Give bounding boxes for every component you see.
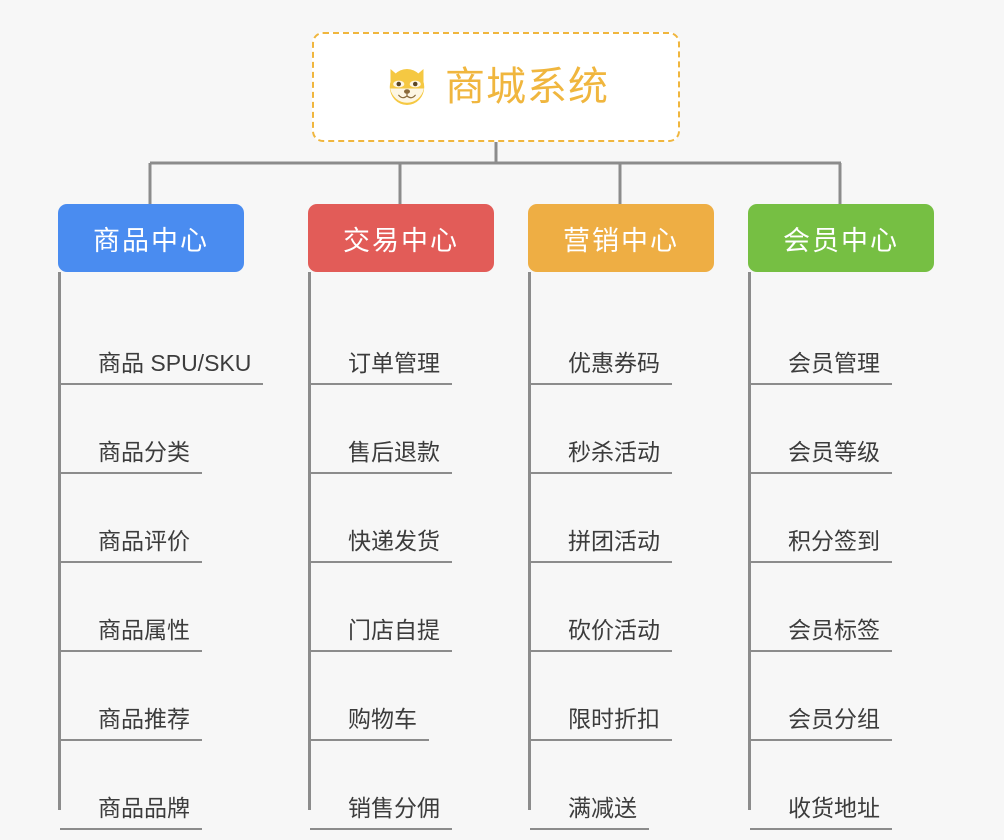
leaf-item[interactable]: 购物车 bbox=[310, 652, 494, 741]
dog-face-emoji bbox=[389, 69, 425, 105]
leaf-connector bbox=[530, 472, 568, 474]
leaf-item[interactable]: 满减送 bbox=[530, 741, 714, 830]
leaf-label: 商品推荐 bbox=[86, 706, 202, 741]
leaf-label: 销售分佣 bbox=[336, 795, 452, 830]
leaf-list-3: 会员管理 会员等级 积分签到 会员标签 会员分组 收货地址 bbox=[748, 272, 934, 830]
leaf-connector bbox=[530, 828, 568, 830]
leaf-connector bbox=[530, 561, 568, 563]
leaf-item[interactable]: 会员分组 bbox=[750, 652, 934, 741]
branch-head-label-2: 营销中心 bbox=[563, 225, 679, 256]
leaf-label: 门店自提 bbox=[336, 617, 452, 652]
leaf-label: 售后退款 bbox=[336, 439, 452, 474]
root-title: 商城系统 bbox=[445, 65, 609, 109]
leaf-item[interactable]: 商品品牌 bbox=[60, 741, 244, 830]
branch-head-label-3: 会员中心 bbox=[783, 225, 899, 256]
leaf-label: 满减送 bbox=[556, 795, 649, 830]
branch-head-1[interactable]: 交易中心 bbox=[308, 204, 494, 272]
branch-head-3[interactable]: 会员中心 bbox=[748, 204, 934, 272]
leaf-item[interactable]: 商品推荐 bbox=[60, 652, 244, 741]
leaf-connector bbox=[750, 739, 788, 741]
leaf-item[interactable]: 商品 SPU/SKU bbox=[60, 296, 264, 385]
leaf-item[interactable]: 订单管理 bbox=[310, 296, 494, 385]
leaf-item[interactable]: 拼团活动 bbox=[530, 474, 714, 563]
leaf-label: 拼团活动 bbox=[556, 528, 672, 563]
leaf-item[interactable]: 快递发货 bbox=[310, 474, 494, 563]
leaf-connector bbox=[60, 828, 98, 830]
leaf-item[interactable]: 商品评价 bbox=[60, 474, 244, 563]
leaf-label: 限时折扣 bbox=[556, 706, 672, 741]
leaf-item[interactable]: 销售分佣 bbox=[310, 741, 494, 830]
leaf-label: 会员管理 bbox=[776, 350, 892, 385]
leaf-item[interactable]: 秒杀活动 bbox=[530, 385, 714, 474]
branch-spine-1 bbox=[308, 272, 311, 810]
leaf-label: 会员分组 bbox=[776, 706, 892, 741]
leaf-label: 收货地址 bbox=[776, 795, 892, 830]
leaf-connector bbox=[750, 472, 788, 474]
branch-column-1: 交易中心 订单管理 售后退款 快递发货 门店自提 购物车 bbox=[308, 204, 494, 830]
leaf-connector bbox=[60, 383, 98, 385]
leaf-list-2: 优惠券码 秒杀活动 拼团活动 砍价活动 限时折扣 满减送 bbox=[528, 272, 714, 830]
leaf-connector bbox=[750, 650, 788, 652]
leaf-item[interactable]: 优惠券码 bbox=[530, 296, 714, 385]
branch-spine-0 bbox=[58, 272, 61, 810]
leaf-connector bbox=[530, 739, 568, 741]
leaf-label: 砍价活动 bbox=[556, 617, 672, 652]
leaf-label: 商品 SPU/SKU bbox=[86, 350, 264, 385]
leaf-label: 优惠券码 bbox=[556, 350, 672, 385]
leaf-label: 会员等级 bbox=[776, 439, 892, 474]
root-node[interactable]: 商城系统 bbox=[312, 32, 680, 142]
leaf-connector bbox=[60, 561, 98, 563]
leaf-label: 秒杀活动 bbox=[556, 439, 672, 474]
branch-column-0: 商品中心 商品 SPU/SKU 商品分类 商品评价 商品属性 商品推荐 bbox=[58, 204, 264, 830]
branch-spine-2 bbox=[528, 272, 531, 810]
branch-spine-3 bbox=[748, 272, 751, 810]
leaf-connector bbox=[530, 383, 568, 385]
leaf-item[interactable]: 门店自提 bbox=[310, 563, 494, 652]
leaf-connector bbox=[60, 650, 98, 652]
leaf-label: 商品属性 bbox=[86, 617, 202, 652]
leaf-label: 快递发货 bbox=[336, 528, 452, 563]
leaf-item[interactable]: 会员标签 bbox=[750, 563, 934, 652]
leaf-connector bbox=[750, 561, 788, 563]
branch-head-label-0: 商品中心 bbox=[93, 225, 209, 256]
branch-column-2: 营销中心 优惠券码 秒杀活动 拼团活动 砍价活动 限时折扣 bbox=[528, 204, 714, 830]
branch-head-label-1: 交易中心 bbox=[343, 225, 459, 256]
leaf-connector bbox=[310, 650, 348, 652]
leaf-connector bbox=[750, 828, 788, 830]
leaf-connector bbox=[310, 828, 348, 830]
leaf-label: 商品分类 bbox=[86, 439, 202, 474]
leaf-connector bbox=[310, 739, 348, 741]
leaf-item[interactable]: 会员管理 bbox=[750, 296, 934, 385]
branch-head-2[interactable]: 营销中心 bbox=[528, 204, 714, 272]
leaf-list-0: 商品 SPU/SKU 商品分类 商品评价 商品属性 商品推荐 商品品牌 bbox=[58, 272, 264, 830]
leaf-item[interactable]: 限时折扣 bbox=[530, 652, 714, 741]
leaf-label: 订单管理 bbox=[336, 350, 452, 385]
leaf-item[interactable]: 售后退款 bbox=[310, 385, 494, 474]
leaf-connector bbox=[310, 472, 348, 474]
leaf-connector bbox=[750, 383, 788, 385]
leaf-label: 商品品牌 bbox=[86, 795, 202, 830]
branch-column-3: 会员中心 会员管理 会员等级 积分签到 会员标签 会员分组 bbox=[748, 204, 934, 830]
leaf-label: 会员标签 bbox=[776, 617, 892, 652]
branch-head-0[interactable]: 商品中心 bbox=[58, 204, 244, 272]
leaf-item[interactable]: 积分签到 bbox=[750, 474, 934, 563]
leaf-item[interactable]: 收货地址 bbox=[750, 741, 934, 830]
leaf-item[interactable]: 商品属性 bbox=[60, 563, 244, 652]
leaf-label: 购物车 bbox=[336, 706, 429, 741]
leaf-item[interactable]: 砍价活动 bbox=[530, 563, 714, 652]
leaf-list-1: 订单管理 售后退款 快递发货 门店自提 购物车 销售分佣 bbox=[308, 272, 494, 830]
leaf-connector bbox=[60, 739, 98, 741]
leaf-connector bbox=[310, 561, 348, 563]
leaf-label: 商品评价 bbox=[86, 528, 202, 563]
leaf-connector bbox=[310, 383, 348, 385]
leaf-connector bbox=[530, 650, 568, 652]
leaf-label: 积分签到 bbox=[776, 528, 892, 563]
leaf-item[interactable]: 商品分类 bbox=[60, 385, 244, 474]
leaf-connector bbox=[60, 472, 98, 474]
leaf-item[interactable]: 会员等级 bbox=[750, 385, 934, 474]
